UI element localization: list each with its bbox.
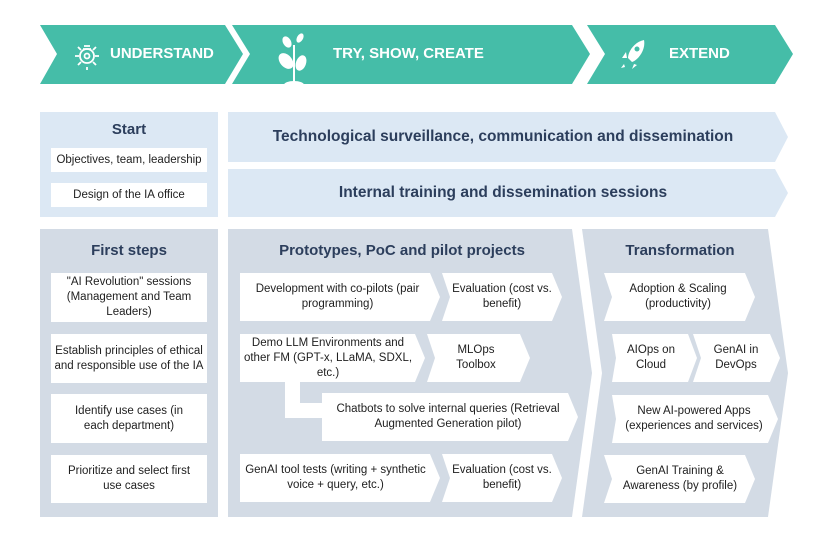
transformation-item: GenAI Training & Awareness (by profile)	[622, 465, 738, 492]
prototypes-item: MLOps Toolbox	[456, 344, 496, 371]
phase-understand-label: UNDERSTAND	[110, 45, 214, 62]
transformation-item: New AI-powered Apps (experiences and ser…	[625, 405, 763, 432]
plant-sprout-icon	[278, 33, 307, 85]
phase-extend-chevron	[587, 25, 793, 84]
first-steps-title: First steps	[91, 242, 167, 259]
prototypes-item: GenAI tool tests (writing + synthetic vo…	[245, 464, 426, 491]
banner-training	[228, 169, 788, 217]
transformation-item: Adoption & Scaling (productivity)	[629, 283, 727, 310]
start-item: Objectives, team, leadership	[56, 153, 202, 166]
prototypes-item: Chatbots to solve internal queries (Retr…	[336, 403, 560, 430]
transformation-item: AIOps on Cloud	[627, 344, 675, 371]
first-steps-item: Identify use cases (in each department)	[74, 404, 184, 432]
start-title: Start	[111, 121, 147, 138]
prototypes-item: Evaluation (cost vs. benefit)	[452, 464, 552, 491]
first-steps-item: Prioritize and select first use cases	[67, 465, 191, 492]
first-steps-item: Establish principles of ethical and resp…	[54, 344, 204, 372]
transformation-item: GenAI in DevOps	[713, 344, 759, 371]
lightbulb-icon	[75, 45, 99, 70]
rocket-icon	[621, 40, 645, 69]
prototypes-item: Evaluation (cost vs. benefit)	[452, 283, 552, 310]
start-item: Design of the IA office	[73, 188, 185, 201]
phase-try-chevron	[232, 25, 590, 84]
phase-try-label: TRY, SHOW, CREATE	[333, 45, 484, 62]
prototypes-item: Demo LLM Environments and other FM (GPT-…	[243, 336, 413, 379]
phase-extend-label: EXTEND	[669, 45, 730, 62]
phase-understand-chevron	[40, 25, 243, 84]
transformation-title: Transformation	[625, 242, 735, 259]
prototypes-title: Prototypes, PoC and pilot projects	[279, 242, 525, 259]
banner-surveillance	[228, 112, 788, 162]
first-steps-item: "AI Revolution" sessions (Management and…	[66, 276, 192, 318]
banner-training-label: Internal training and dissemination sess…	[338, 184, 668, 201]
banner-surveillance-label: Technological surveillance, communicatio…	[272, 128, 734, 145]
prototypes-item: Development with co-pilots (pair program…	[255, 283, 420, 310]
